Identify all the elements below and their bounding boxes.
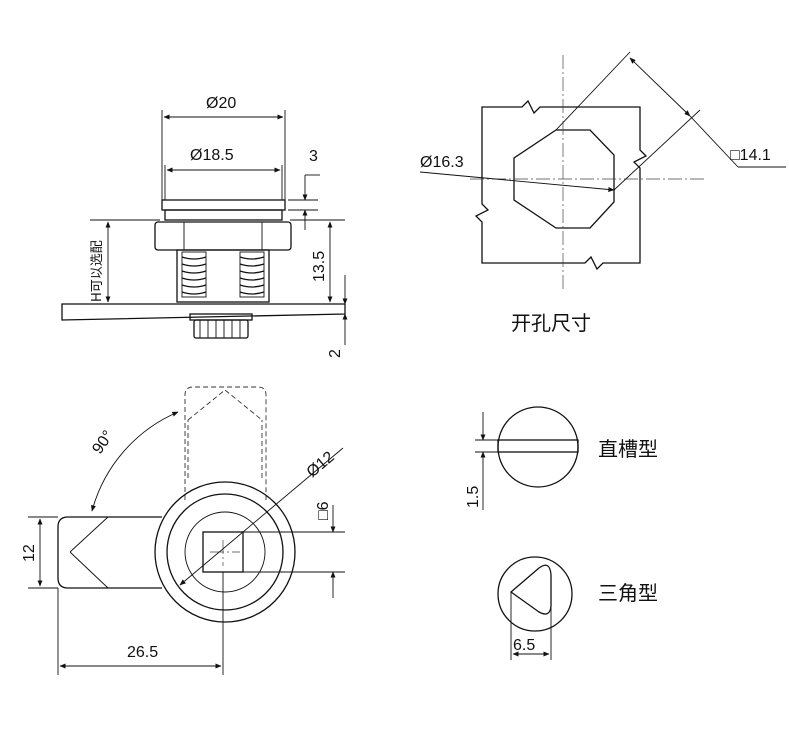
angle-arc xyxy=(91,411,179,512)
lock-flange xyxy=(161,199,286,211)
cutout-shape xyxy=(513,129,615,229)
dim-inner-dia: Ø18.5 xyxy=(190,147,234,164)
panel-outline xyxy=(474,99,648,271)
thread-left xyxy=(181,251,207,298)
dim-length-13-5: 13.5 xyxy=(311,251,328,282)
slot-dim: 1.5 xyxy=(465,486,482,508)
cam-rotated-outline xyxy=(184,386,267,500)
lock-body-outer xyxy=(154,481,296,623)
front-dim-angle: 90° xyxy=(89,428,117,458)
slot-type-label: 直槽型 xyxy=(598,437,658,461)
front-dim-length: 26.5 xyxy=(127,644,158,661)
thread-right xyxy=(239,251,265,298)
note-h-optional: H可以选配 xyxy=(90,240,105,302)
triangle-dim: 6.5 xyxy=(513,637,535,654)
slot-key-circle xyxy=(497,406,579,488)
triangle-key-circle xyxy=(497,556,573,632)
front-dim-square: □6 xyxy=(315,501,332,520)
cutout-dim-dia: Ø16.3 xyxy=(420,154,464,171)
side-view: H可以选配 3 13.5 2 Ø20 Ø18.5 xyxy=(61,95,348,358)
cutout-view: Ø16.3 □14.1 开孔尺寸 xyxy=(419,51,786,335)
cutout-dim-flat: □14.1 xyxy=(730,147,771,164)
cutout-caption: 开孔尺寸 xyxy=(511,311,591,335)
panel-plate xyxy=(61,303,346,321)
front-view: Ø12 90° □6 12 26.5 xyxy=(21,386,345,675)
lock-body-inner xyxy=(166,493,284,611)
front-dim-height: 12 xyxy=(21,544,38,562)
slot xyxy=(497,439,579,453)
cam-nut xyxy=(193,319,249,339)
triangle-type-label: 三角型 xyxy=(598,581,658,605)
cam-arm xyxy=(57,516,162,589)
key-types: 1.5 直槽型 6.5 三角型 xyxy=(465,406,658,660)
dim-panel-2: 2 xyxy=(327,349,344,358)
lock-nut xyxy=(154,221,292,251)
triangle-key xyxy=(509,564,552,615)
dim-flange-3: 3 xyxy=(309,148,318,165)
lock-body xyxy=(176,249,270,303)
dim-outer-dia: Ø20 xyxy=(206,95,236,112)
lock-head xyxy=(164,209,283,221)
